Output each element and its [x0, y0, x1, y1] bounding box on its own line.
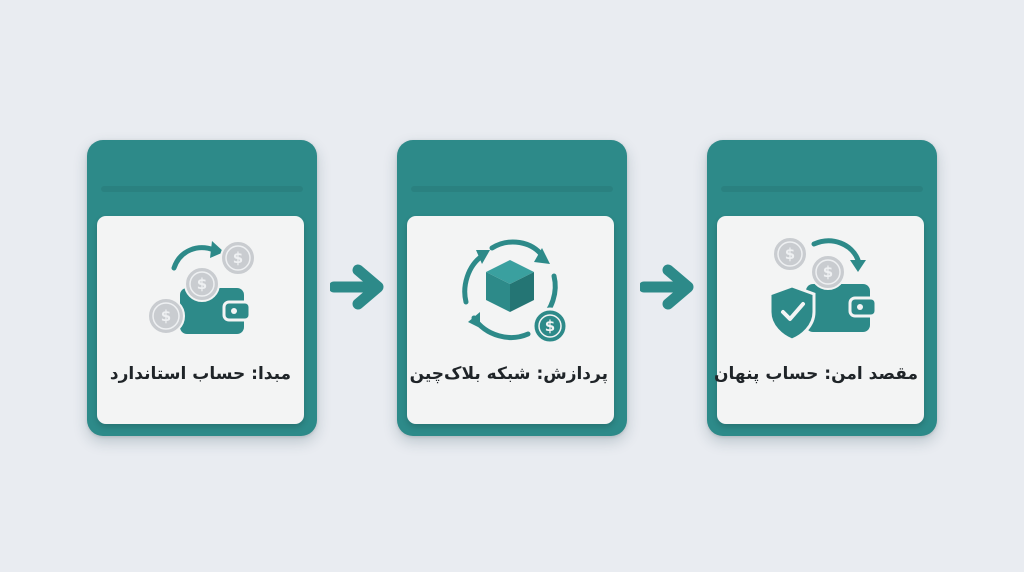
- card-header-strip: [411, 186, 613, 192]
- step-label: مقصد امن: حساب پنهان: [714, 364, 918, 384]
- step-card-destination: $ $ مقصد امن: حساب پنهان: [707, 140, 937, 436]
- step-card-source: $ $ $ مبدا: حساب استاندارد: [87, 140, 317, 436]
- coin-symbol: $: [822, 263, 832, 281]
- coin-symbol: $: [196, 275, 206, 293]
- card-header-strip: [101, 186, 303, 192]
- coin-symbol: $: [232, 249, 242, 267]
- step-label: پردازش: شبکه بلاک‌چین: [409, 364, 608, 384]
- card-header-strip: [721, 186, 923, 192]
- card-inner-panel: $ $ $ مبدا: حساب استاندارد: [97, 216, 304, 424]
- step-card-process: $ پردازش: شبکه بلاک‌چین: [397, 140, 627, 436]
- coin-symbol: $: [544, 317, 554, 335]
- blockchain-cube-icon: $: [407, 230, 614, 348]
- secure-wallet-icon: $ $: [717, 230, 924, 348]
- flow-arrow-icon: [640, 264, 694, 310]
- step-label: مبدا: حساب استاندارد: [109, 364, 292, 384]
- wallet-coins-icon: $ $ $: [97, 230, 304, 348]
- coin-symbol: $: [160, 307, 170, 325]
- card-inner-panel: $ $ مقصد امن: حساب پنهان: [714, 216, 924, 424]
- coin-symbol: $: [784, 245, 794, 263]
- card-inner-panel: $ پردازش: شبکه بلاک‌چین: [407, 216, 614, 424]
- flow-arrow-icon: [330, 264, 384, 310]
